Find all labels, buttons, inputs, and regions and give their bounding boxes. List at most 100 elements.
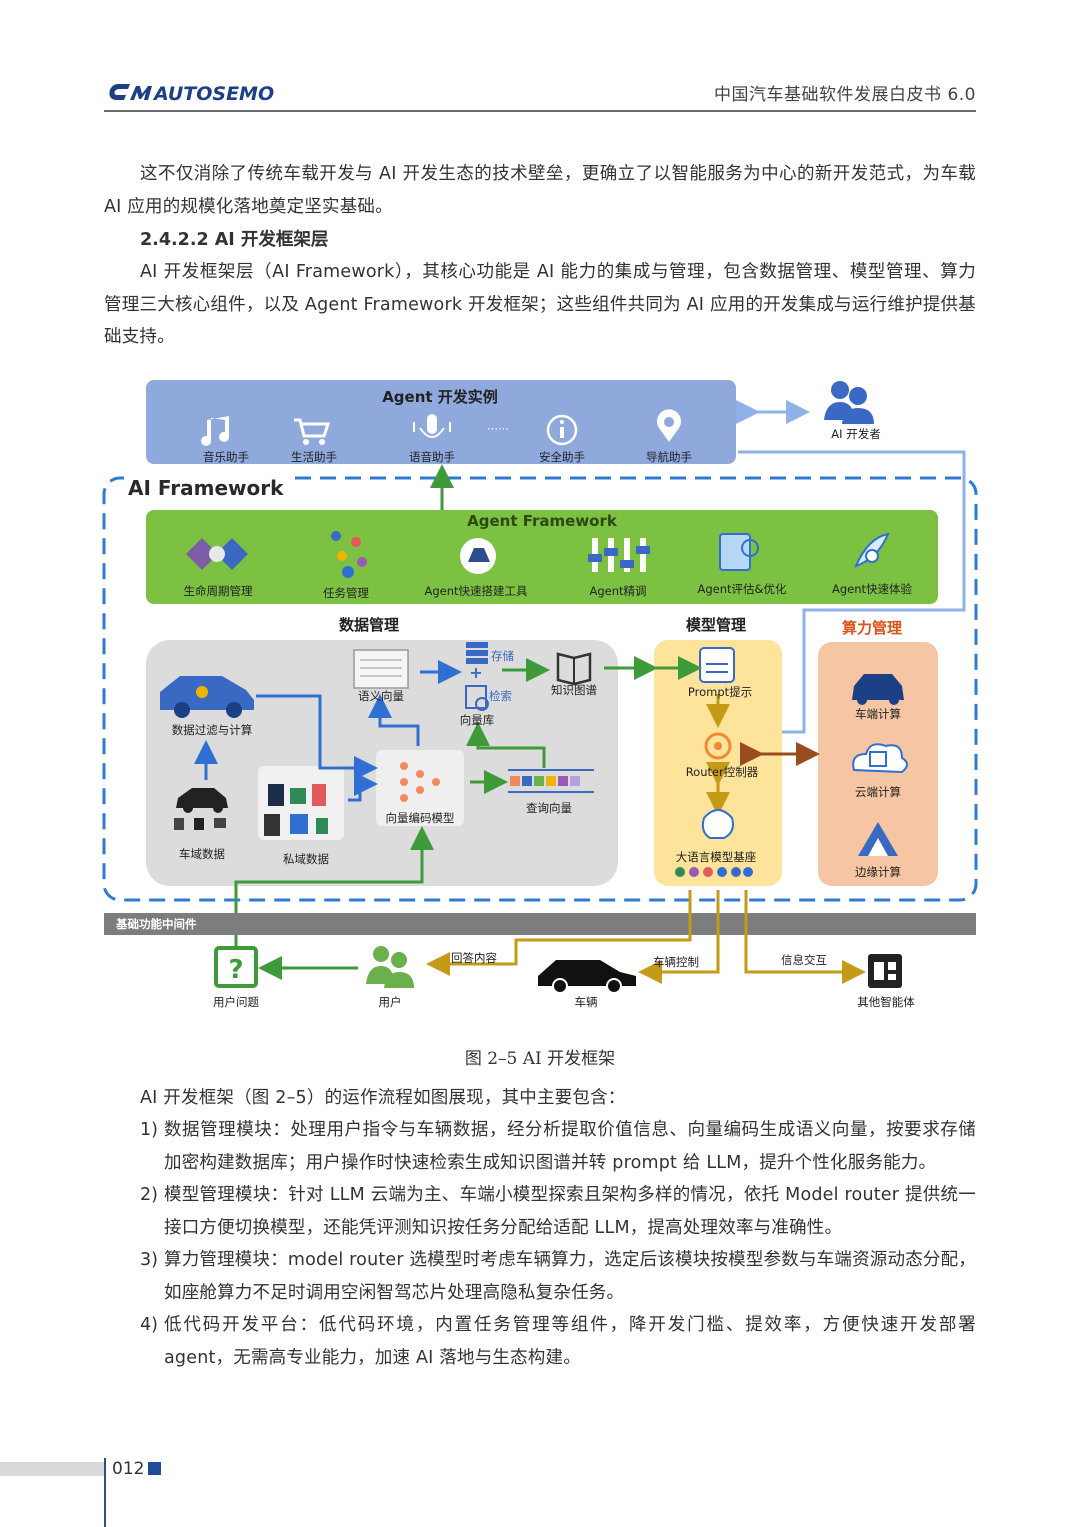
af-item-lifecycle: 生命周期管理	[183, 584, 253, 598]
knowledge-graph-icon	[556, 652, 592, 686]
label-vehicle-data: 车域数据	[179, 847, 225, 861]
label-retrieval: 检索	[489, 689, 512, 703]
label-vehicle-control: 车辆控制	[653, 955, 699, 969]
vehicle-data-icon	[174, 788, 228, 830]
agent-example-safety: 安全助手	[539, 450, 585, 464]
agent-example-music: 音乐助手	[203, 450, 249, 464]
agent-example-navigation: 导航助手	[646, 450, 692, 464]
middleware-bar	[104, 913, 976, 935]
label-query-vector: 查询向量	[526, 801, 572, 815]
ai-framework-figure: +	[98, 370, 984, 1020]
user-icon	[366, 946, 414, 988]
label-semantic-vector: 语义向量	[358, 689, 404, 703]
model-management-title: 模型管理	[685, 616, 747, 634]
label-user-question: 用户问题	[213, 995, 259, 1009]
list-text: 数据管理模块：处理用户指令与车辆数据，经分析提取价值信息、向量编码生成语义向量，…	[164, 1120, 976, 1173]
list-item: 2) 模型管理模块：针对 LLM 云端为主、车端小模型探索且架构多样的情况，依托…	[140, 1179, 976, 1244]
ai-framework-title: AI Framework	[124, 476, 288, 500]
ai-developer-label: AI 开发者	[831, 427, 881, 441]
footer-divider	[104, 1458, 106, 1527]
info-icon	[546, 414, 578, 446]
label-knowledge-graph: 知识图谱	[551, 683, 597, 697]
agent-framework-icons	[186, 531, 890, 578]
list-number: 3)	[140, 1250, 158, 1270]
agent-framework-title: Agent Framework	[467, 512, 617, 530]
list-item: 1) 数据管理模块：处理用户指令与车辆数据，经分析提取价值信息、向量编码生成语义…	[140, 1114, 976, 1179]
ai-developer-icon	[824, 381, 874, 424]
agent-examples-title: Agent 开发实例	[382, 388, 498, 406]
header-rule	[104, 110, 976, 112]
cart-icon	[294, 418, 331, 438]
agent-example-icons	[201, 409, 681, 446]
edge-compute-icon	[858, 822, 898, 856]
encoder-model-icon	[400, 762, 440, 802]
car-filter-icon	[160, 676, 254, 718]
cloud-compute-icon	[852, 743, 908, 774]
svg-text:?: ?	[228, 955, 243, 985]
label-llm-base: 大语言模型基座	[675, 850, 757, 864]
list-number: 4)	[140, 1315, 158, 1335]
data-management-title: 数据管理	[338, 616, 400, 634]
list-text: 模型管理模块：针对 LLM 云端为主、车端小模型探索且架构多样的情况，依托 Mo…	[164, 1185, 976, 1238]
llm-base-icon	[675, 809, 753, 877]
svg-text:+: +	[469, 663, 482, 682]
module-list: 1) 数据管理模块：处理用户指令与车辆数据，经分析提取价值信息、向量编码生成语义…	[140, 1114, 976, 1374]
ai-framework-frame	[102, 476, 978, 902]
retrieval-icon	[465, 685, 489, 711]
figure-diagram: +	[102, 380, 978, 994]
paragraph-flow-intro: AI 开发框架（图 2–5）的运作流程如图展现，其中主要包含：	[140, 1088, 626, 1108]
label-edge-compute: 边缘计算	[855, 865, 901, 879]
list-text: 低代码开发平台：低代码环境，内置任务管理等组件，降开发门槛、提效率，方便快速开发…	[164, 1315, 976, 1368]
header-title: 中国汽车基础软件发展白皮书 6.0	[714, 85, 976, 105]
af-item-task: 任务管理	[323, 586, 369, 600]
af-item-experience: Agent快速体验	[831, 582, 913, 596]
router-icon	[704, 732, 732, 760]
label-storage: 存储	[491, 649, 514, 663]
microphone-icon	[427, 414, 437, 434]
developer-to-router-line	[738, 450, 966, 744]
prompt-icon	[699, 647, 735, 683]
figure-caption: 图 2–5 AI 开发框架	[464, 1049, 616, 1069]
private-data-icons	[264, 784, 328, 836]
agent-example-voice: 语音助手	[409, 450, 455, 464]
compute-management-title: 算力管理	[841, 619, 903, 637]
page-marker	[148, 1462, 161, 1475]
logo-wordmark: AUTOSEMO	[152, 83, 274, 104]
label-private-data: 私域数据	[283, 852, 329, 866]
list-item: 4) 低代码开发平台：低代码环境，内置任务管理等组件，降开发门槛、提效率，方便快…	[140, 1309, 976, 1374]
label-user: 用户	[378, 995, 402, 1009]
page-number: 012	[112, 1459, 145, 1479]
agent-examples-box	[146, 380, 736, 464]
label-info-exchange: 信息交互	[781, 953, 827, 967]
other-agents-icon	[868, 954, 902, 988]
label-other-agents: 其他智能体	[857, 995, 915, 1009]
storage-icon	[466, 642, 488, 664]
semantic-vector-icon	[353, 649, 409, 689]
label-vector-db: 向量库	[459, 713, 495, 727]
list-item: 3) 算力管理模块：model router 选模型时考虑车辆算力，选定后该模块…	[140, 1244, 976, 1309]
music-icon	[201, 416, 230, 446]
middleware-label: 基础功能中间件	[116, 917, 197, 931]
label-vehicle: 车辆	[574, 995, 598, 1009]
footer-bar	[0, 1462, 104, 1476]
vehicle-icon	[538, 960, 636, 994]
autosemo-logo: AUTOSEMO	[109, 83, 274, 104]
af-item-builder: Agent快速搭建工具	[424, 584, 528, 598]
label-prompt: Prompt提示	[687, 685, 753, 699]
list-number: 1)	[140, 1120, 158, 1140]
list-number: 2)	[140, 1185, 158, 1205]
paragraph-framework: AI 开发框架层（AI Framework），其核心功能是 AI 能力的集成与管…	[104, 262, 976, 347]
label-encoder: 向量编码模型	[385, 811, 455, 825]
paragraph-intro: 这不仅消除了传统车载开发与 AI 开发生态的技术壁垒，更确立了以智能服务为中心的…	[104, 164, 976, 217]
af-item-finetune: Agent精调	[589, 584, 647, 598]
label-filter: 数据过滤与计算	[171, 723, 253, 737]
section-heading: 2.4.2.2 AI 开发框架层	[140, 230, 329, 250]
agent-examples-ellipsis: ······	[487, 422, 509, 436]
label-answer: 回答内容	[451, 951, 497, 965]
list-text: 算力管理模块：model router 选模型时考虑车辆算力，选定后该模块按模型…	[164, 1250, 976, 1303]
query-vector-icon	[508, 769, 594, 793]
vehicle-compute-icon	[852, 674, 904, 705]
af-item-evaluate: Agent评估&优化	[697, 582, 787, 596]
label-cloud-compute: 云端计算	[855, 785, 901, 799]
agent-example-life: 生活助手	[291, 450, 337, 464]
